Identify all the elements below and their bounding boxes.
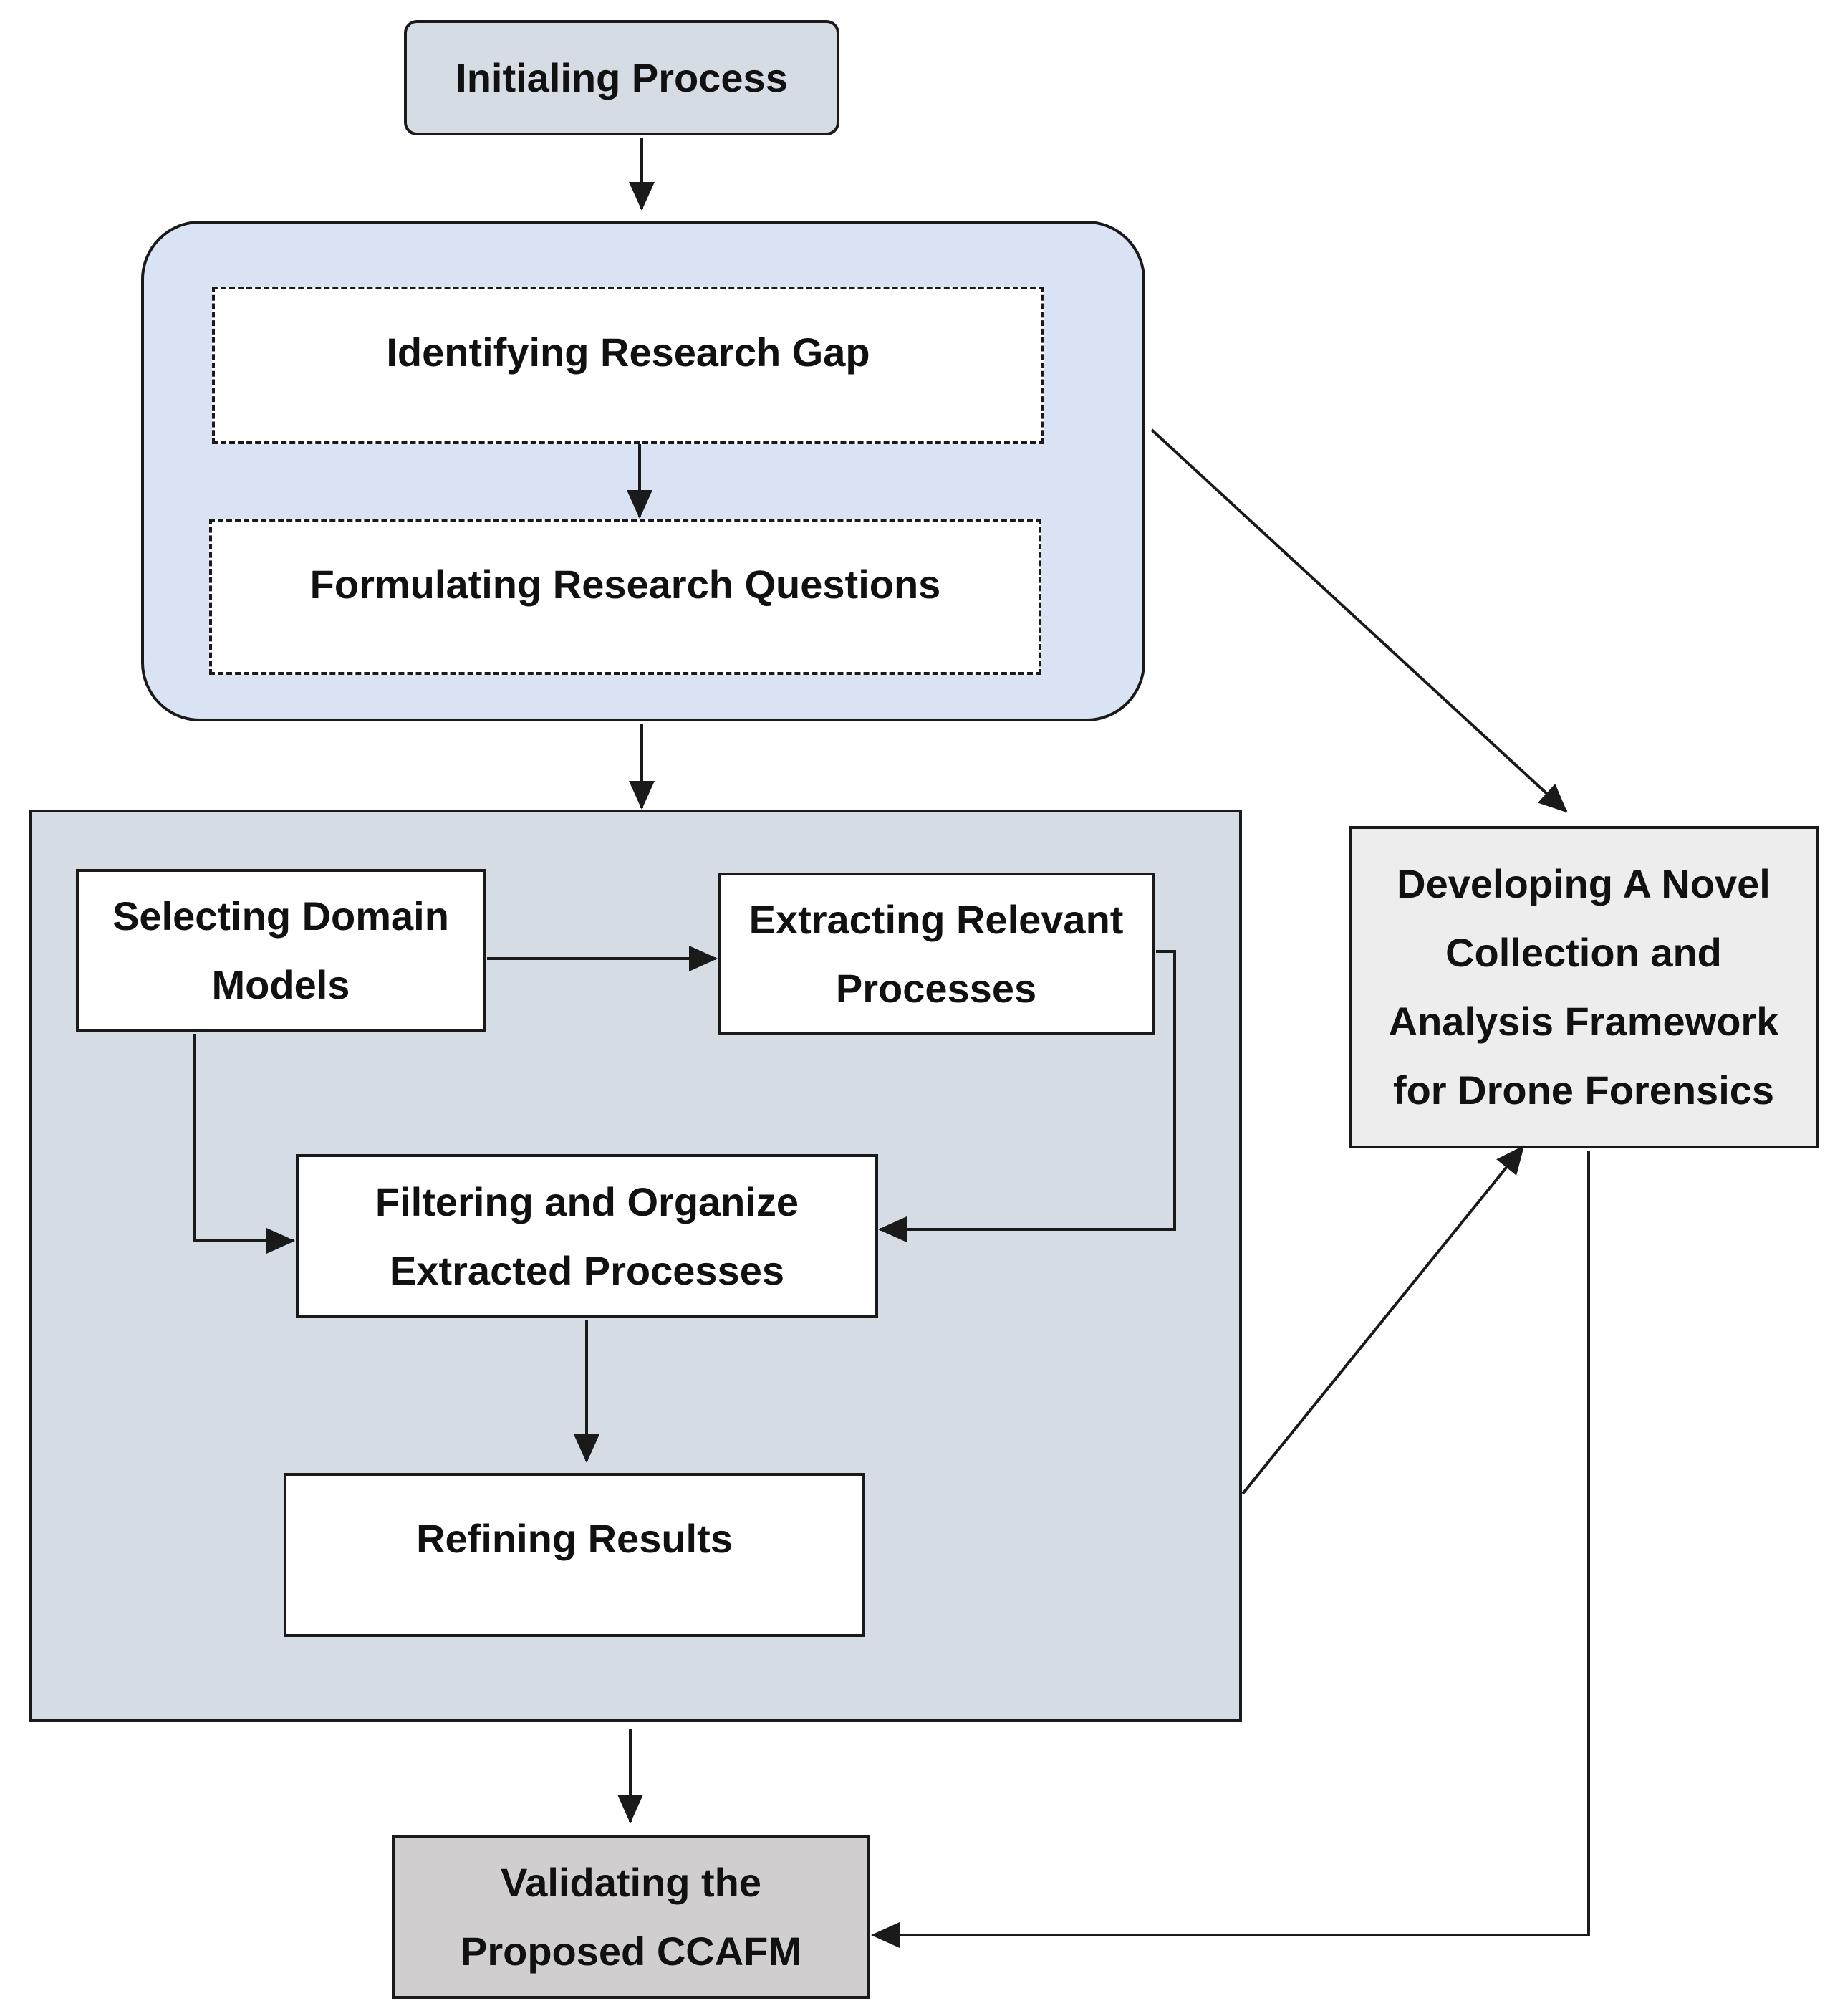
developing-framework-label: Developing A Novel Collection and Analys… [1388,861,1779,1113]
developing-framework-node: Developing A Novel Collection and Analys… [1349,826,1819,1148]
initialing-process-node: Initialing Process [404,20,839,135]
formulating-research-questions-node: Formulating Research Questions [209,519,1041,675]
validating-ccafm-label: Validating the Proposed CCAFM [461,1859,801,1974]
extracting-relevant-processes-node: Extracting Relevant Processes [718,873,1155,1035]
arrow-extracting-to-filtering [878,950,1176,1242]
selecting-domain-models-node: Selecting Domain Models [76,869,486,1032]
filtering-organize-node: Filtering and Organize Extracted Process… [296,1154,878,1318]
refining-results-label: Refining Results [416,1516,733,1561]
arrow-developing-to-validating [871,1151,1590,1948]
identifying-research-gap-label: Identifying Research Gap [386,330,870,375]
extracting-relevant-processes-label: Extracting Relevant Processes [748,896,1124,1011]
selecting-domain-models-label: Selecting Domain Models [112,893,449,1007]
filtering-organize-label: Filtering and Organize Extracted Process… [375,1179,799,1293]
initialing-process-label: Initialing Process [456,54,788,100]
refining-results-node: Refining Results [284,1473,865,1637]
arrow-research-to-developing [1150,428,1568,813]
identifying-research-gap-node: Identifying Research Gap [212,287,1044,444]
formulating-research-questions-label: Formulating Research Questions [309,562,941,607]
arrow-selecting-to-filtering [193,1034,295,1254]
arrow-extraction-to-developing [1241,1145,1525,1495]
validating-ccafm-node: Validating the Proposed CCAFM [392,1835,870,1999]
